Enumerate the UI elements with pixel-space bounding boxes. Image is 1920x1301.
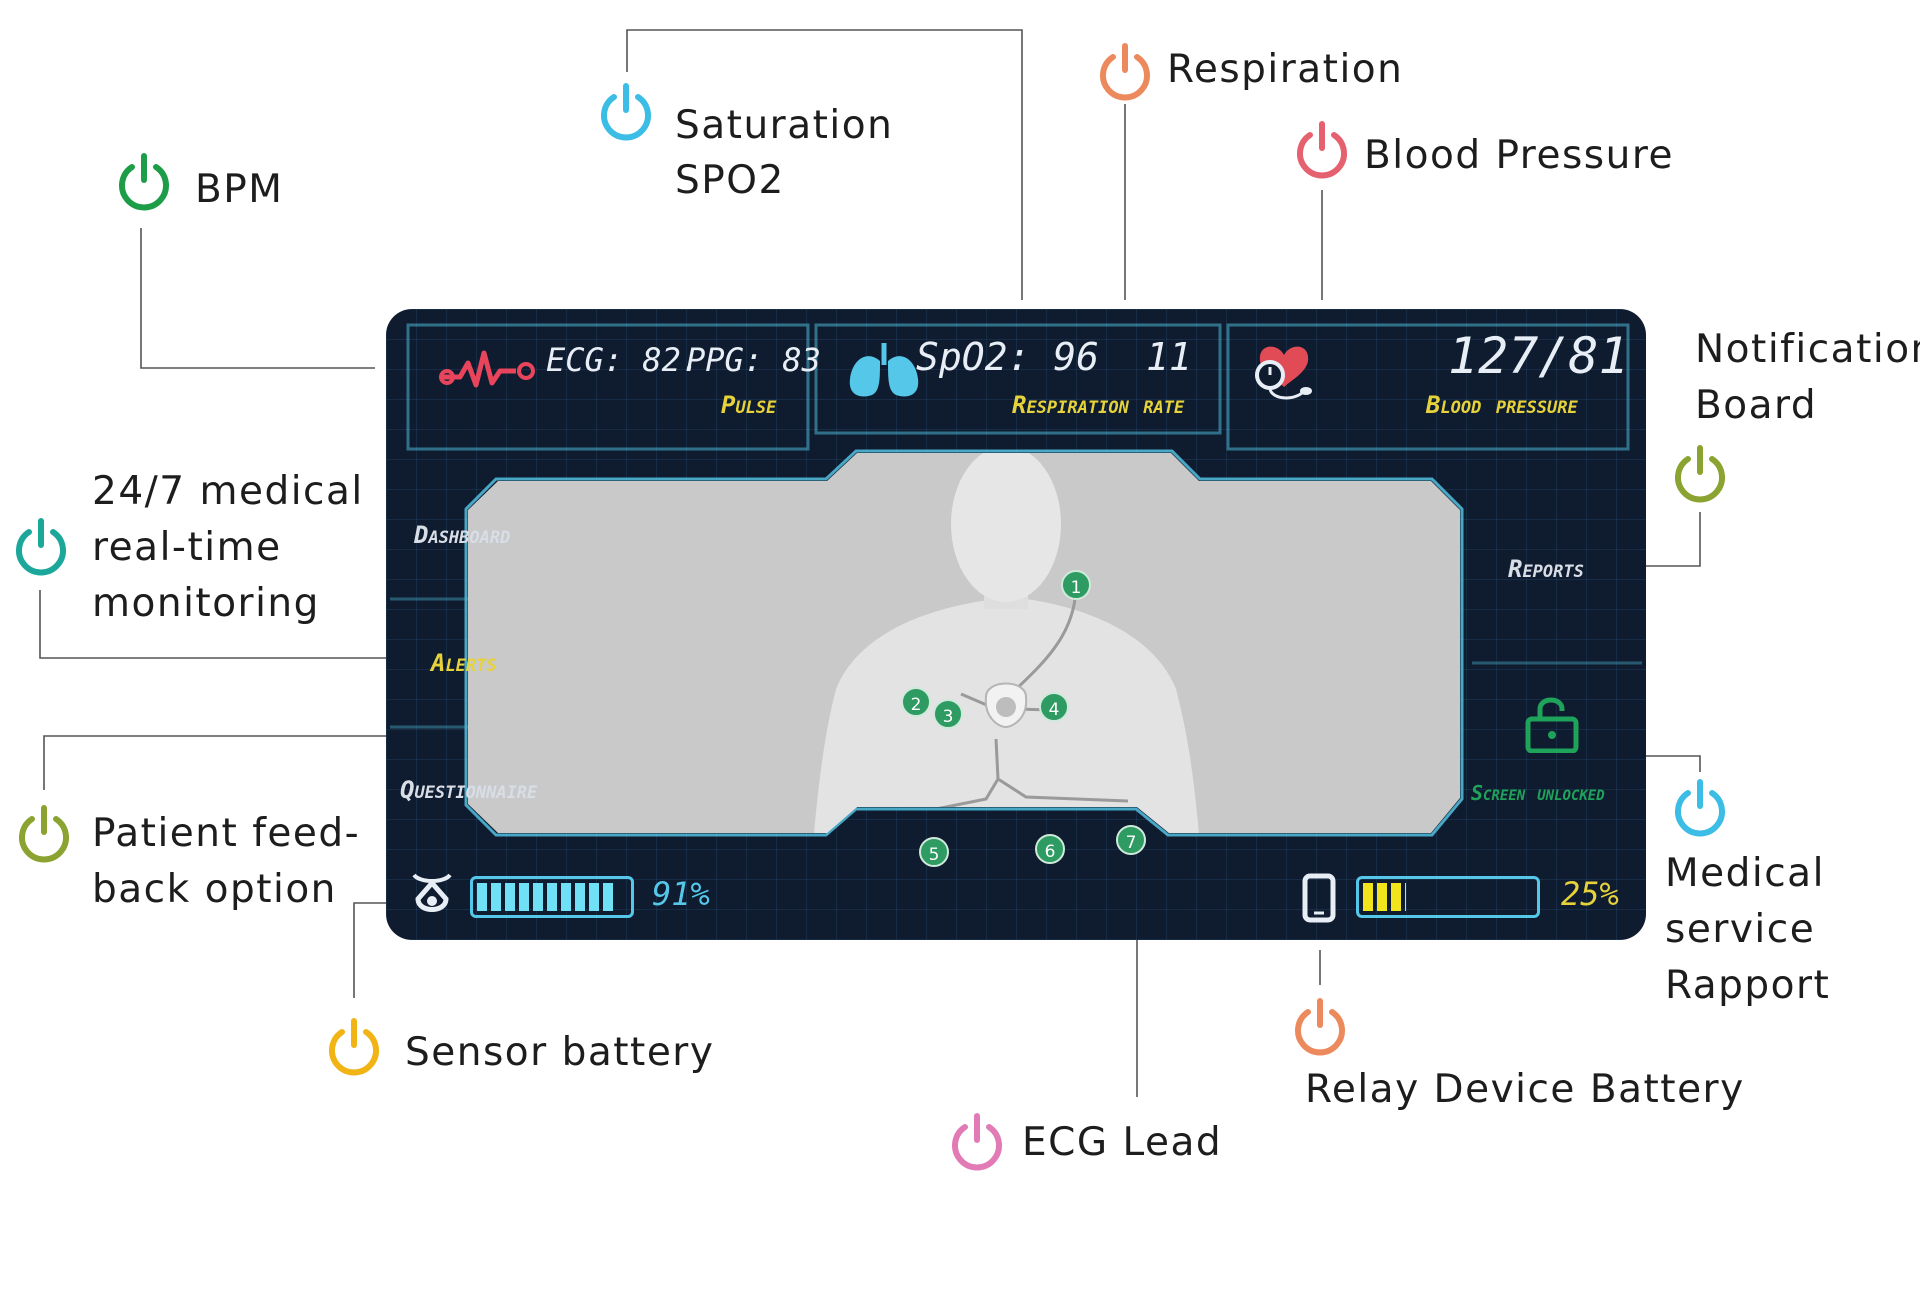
power-icon [1675,445,1725,503]
power-icon [1295,998,1345,1056]
patient-body [806,599,1206,833]
monitoring-connector [39,590,386,659]
pulse-label: Pulse [721,391,777,419]
relay-battery-fill [1363,883,1406,911]
sensor-battery-connector [353,902,400,998]
power-icon [19,805,69,863]
patient-view [468,453,1460,833]
power-icon [16,518,66,576]
patient-feedback-label-line1: Patient feed- [92,811,361,856]
svg-text:5: 5 [929,845,940,865]
bpm-connector [140,228,375,369]
saturation-connector [626,29,1023,300]
sensor-battery-percent: 91% [652,875,710,913]
heartbeat-icon [439,350,535,388]
monitoring-label-line3: monitoring [92,581,320,626]
lead-marker[interactable]: 4 [1039,692,1069,722]
lead-marker[interactable]: 1 [1061,570,1091,600]
svg-text:2: 2 [911,695,922,715]
sensor-battery-gauge [470,876,634,918]
notification-label-line2: Board [1695,383,1818,428]
medical-service-label-line2: service [1665,907,1816,952]
svg-text:1: 1 [1071,578,1082,598]
notification-connector [1640,512,1701,567]
relay-battery-percent: 25% [1561,875,1619,913]
lead-marker[interactable]: 7 [1116,825,1146,855]
ecg-value: ECG: 82. [546,341,701,379]
patient-feedback-label-line2: back option [92,867,337,912]
power-icon [119,153,169,211]
lead-marker[interactable]: 3 [933,699,963,729]
spo2-value: SpO2: 96 [916,335,1100,379]
sensor-icon [412,873,452,912]
notification-label-line1: Notification [1695,327,1920,372]
ppg-value: PPG: 83 [686,341,821,379]
respiration-rate-value: 11 [1146,335,1192,379]
sensor-battery-label: Sensor battery [405,1030,715,1075]
monitoring-label-line1: 24/7 medical [92,469,364,514]
medical-service-label-line3: Rapport [1665,963,1831,1008]
lead-marker[interactable]: 5 [919,837,949,867]
saturation-label-line1: Saturation [675,103,894,148]
unlock-icon[interactable] [1524,693,1580,753]
nav-reports[interactable]: Reports [1508,555,1584,583]
blood-pressure-label: Blood pressure [1426,391,1578,419]
blood-pressure-label: Blood Pressure [1364,133,1674,178]
monitoring-label-line2: real-time [92,525,282,570]
power-icon [1100,43,1150,101]
medical-service-connector [1640,755,1701,772]
svg-text:4: 4 [1049,700,1060,720]
blood-pressure-icon [1255,346,1312,400]
saturation-label-line2: SPO2 [675,158,785,203]
screen-state-label: Screen unlocked [1471,781,1605,805]
relay-battery-gauge [1356,876,1540,918]
respiration-label: Respiration [1167,47,1404,92]
phone-icon [1302,873,1336,923]
svg-text:7: 7 [1126,833,1137,853]
patient-feedback-connector [43,735,386,790]
power-icon [601,83,651,141]
svg-text:3: 3 [943,707,954,727]
nav-dashboard[interactable]: Dashboard [414,521,511,549]
svg-text:6: 6 [1045,842,1056,862]
lead-marker[interactable]: 6 [1035,834,1065,864]
sensor-battery-fill [477,883,615,911]
power-icon [1675,779,1725,837]
respiration-rate-label: Respiration rate [1012,391,1185,419]
nav-alerts[interactable]: Alerts [431,649,497,677]
blood-pressure-value: 127/81 [1448,327,1629,385]
power-icon [1297,121,1347,179]
lead-marker[interactable]: 2 [901,687,931,717]
lungs-icon [849,343,919,397]
relay-battery-label: Relay Device Battery [1305,1067,1745,1112]
power-icon [329,1018,379,1076]
medical-service-label-line1: Medical [1665,851,1825,896]
bpm-label: BPM [195,167,284,212]
ecg-lead-label: ECG Lead [1022,1120,1223,1165]
nav-questionnaire[interactable]: Questionnaire [400,776,538,804]
monitor-screen: 1 2 3 4 5 6 7 ECG: 82. PPG: 83 Pulse SpO… [386,309,1646,940]
power-icon [952,1113,1002,1171]
